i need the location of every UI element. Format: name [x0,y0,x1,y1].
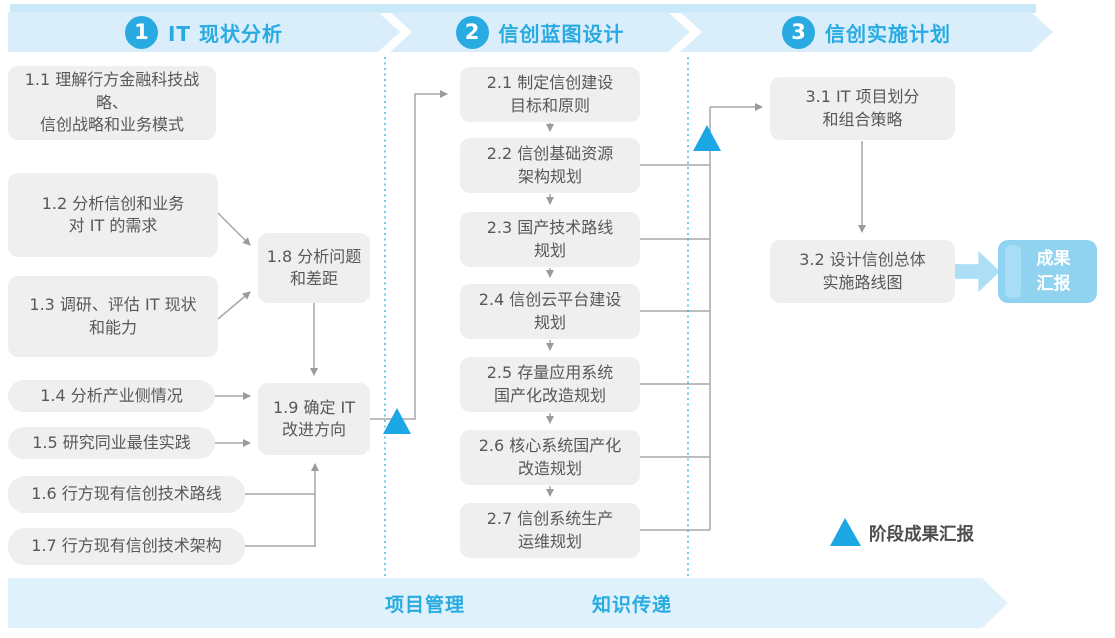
step-box-1-7: 1.7 行方现有信创技术架构 [8,528,245,565]
footer-label-knowledge-transfer: 知识传递 [592,594,673,616]
arrow-1-9-to-2-1 [370,90,448,420]
milestone-triangle-icon-phase2 [693,125,721,151]
step-box-1-2: 1.2 分析信创和业务 对 IT 的需求 [8,173,218,257]
phase-banner-2: 2 信创蓝图设计 [390,12,690,52]
phase-3-title: 信创实施计划 [825,21,951,46]
footer-label-project-management: 项目管理 [385,594,466,616]
step-box-3-2: 3.2 设计信创总体 实施路线图 [770,240,955,303]
phase-banner-3: 3 信创实施计划 [680,12,1053,52]
step-box-1-8: 1.8 分析问题 和差距 [258,233,370,303]
step-box-2-2: 2.2 信创基础资源 架构规划 [460,138,640,193]
step-box-1-1: 1.1 理解行方金融科技战略、 信创战略和业务模式 [8,66,216,140]
step-box-1-6: 1.6 行方现有信创技术路线 [8,476,245,513]
step-box-3-1: 3.1 IT 项目划分 和组合策略 [770,77,955,140]
step-box-2-1: 2.1 制定信创建设 目标和原则 [460,67,640,122]
footer-banner [8,578,1008,628]
phase-3-number-badge: 3 [782,16,815,49]
arrow-1-2-to-1-8 [217,212,251,246]
phase-1-number-badge: 1 [125,16,158,49]
step-box-2-5: 2.5 存量应用系统 国产化改造规划 [460,357,640,412]
banner-top-strip [10,4,1036,13]
step-box-1-3: 1.3 调研、评估 IT 现状 和能力 [8,276,218,357]
result-arrow-icon [955,251,1000,292]
phase-2-number-badge: 2 [456,16,489,49]
step-box-2-6: 2.6 核心系统国产化 改造规划 [460,430,640,485]
step-box-1-9: 1.9 确定 IT 改进方向 [258,383,370,455]
milestone-triangle-icon-phase1 [383,408,411,434]
step-box-2-3: 2.3 国产技术路线 规划 [460,212,640,267]
result-box: 成果 汇报 [998,240,1097,303]
legend-label: 阶段成果汇报 [869,525,974,545]
step-box-2-7: 2.7 信创系统生产 运维规划 [460,503,640,558]
step-box-1-4: 1.4 分析产业侧情况 [8,380,215,412]
arrow-1-3-to-1-8 [217,291,251,320]
phase-banner-1: 1 IT 现状分析 [8,12,400,52]
phase-2-title: 信创蓝图设计 [498,21,625,46]
step-box-1-5: 1.5 研究同业最佳实践 [8,427,215,459]
step-box-2-4: 2.4 信创云平台建设 规划 [460,284,640,339]
milestone-triangle-icon-legend [830,518,861,546]
phase-1-title: IT 现状分析 [167,21,284,46]
result-box-label: 成果 汇报 [1036,248,1071,294]
